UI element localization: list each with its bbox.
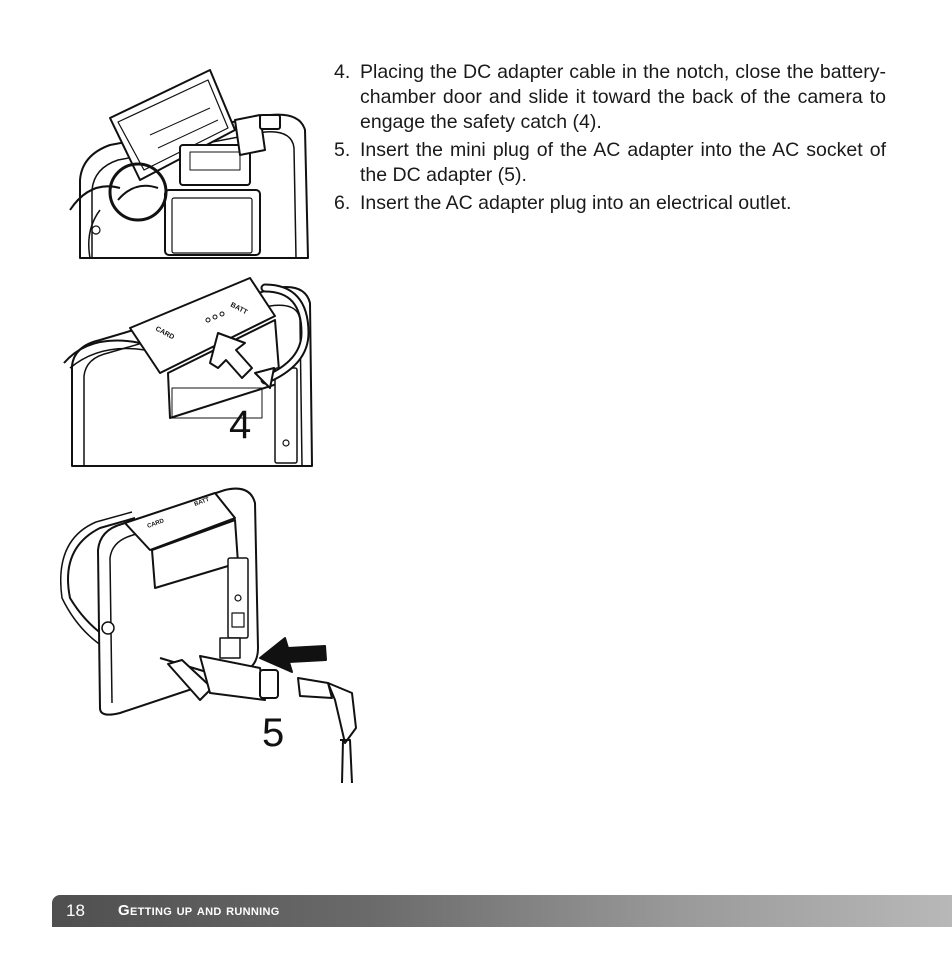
battery-chamber-open-illustration (69, 69, 309, 259)
instruction-list: 4. Placing the DC adapter cable in the n… (334, 60, 886, 219)
instruction-text: Placing the DC adapter cable in the notc… (360, 61, 886, 133)
instruction-number: 6. (334, 192, 351, 214)
instruction-number: 4. (334, 61, 351, 83)
instruction-item: 4. Placing the DC adapter cable in the n… (334, 60, 886, 135)
instruction-item: 6. Insert the AC adapter plug into an el… (334, 191, 886, 216)
card-label-fig3: CARD (147, 518, 166, 530)
section-title: Getting up and running (118, 902, 280, 919)
ac-adapter-plug-illustration: BATT CARD (60, 487, 357, 784)
instruction-text: Insert the AC adapter plug into an elect… (360, 192, 792, 214)
figure-label-5: 5 (262, 711, 285, 755)
door-closing-illustration: BATT CARD (63, 277, 313, 467)
instruction-text: Insert the mini plug of the AC adapter i… (360, 139, 886, 186)
instruction-item: 5. Insert the mini plug of the AC adapte… (334, 138, 886, 188)
figure-label-4: 4 (229, 403, 252, 447)
batt-label-fig3: BATT (194, 497, 211, 508)
instruction-number: 5. (334, 139, 351, 161)
page-number: 18 (66, 901, 85, 920)
footer-bar: 18 Getting up and running (52, 895, 952, 927)
